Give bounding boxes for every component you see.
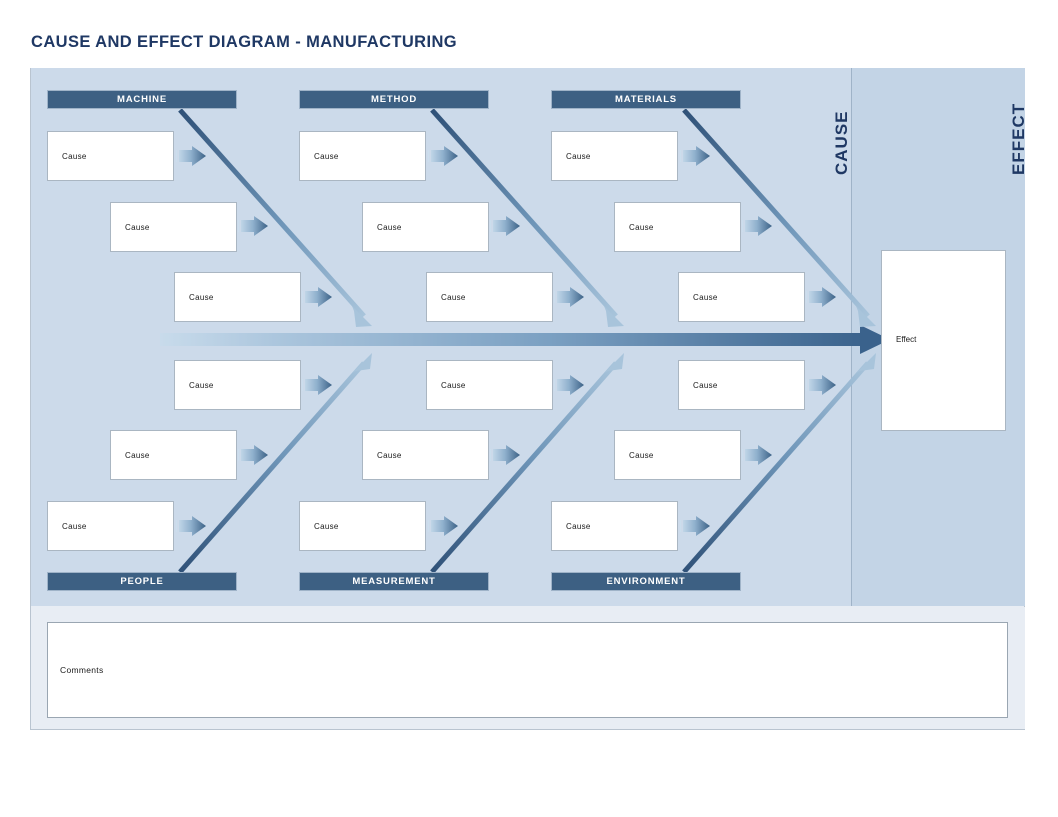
cause-box-measurement-1[interactable]: Cause	[426, 360, 553, 410]
cause-box-materials-2[interactable]: Cause	[614, 202, 741, 252]
cause-box-machine-1[interactable]: Cause	[47, 131, 174, 181]
cause-box-label: Cause	[314, 151, 339, 161]
cause-box-people-2[interactable]: Cause	[110, 430, 237, 480]
cause-box-label: Cause	[441, 292, 466, 302]
cause-box-label: Cause	[377, 222, 402, 232]
cause-box-materials-1[interactable]: Cause	[551, 131, 678, 181]
category-bar-measurement[interactable]: MEASUREMENT	[299, 572, 489, 591]
cause-box-method-3[interactable]: Cause	[426, 272, 553, 322]
category-bar-machine[interactable]: MACHINE	[47, 90, 237, 109]
cause-box-people-3[interactable]: Cause	[47, 501, 174, 551]
cause-box-label: Cause	[441, 380, 466, 390]
category-bar-method[interactable]: METHOD	[299, 90, 489, 109]
cause-box-label: Cause	[693, 380, 718, 390]
cause-box-label: Cause	[125, 450, 150, 460]
effect-box-label: Effect	[896, 335, 917, 344]
category-bar-people[interactable]: PEOPLE	[47, 572, 237, 591]
cause-box-environment-3[interactable]: Cause	[551, 501, 678, 551]
cause-box-label: Cause	[566, 521, 591, 531]
cause-box-machine-3[interactable]: Cause	[174, 272, 301, 322]
cause-box-label: Cause	[125, 222, 150, 232]
effect-box[interactable]: Effect	[881, 250, 1006, 431]
cause-box-method-1[interactable]: Cause	[299, 131, 426, 181]
cause-box-label: Cause	[314, 521, 339, 531]
cause-box-machine-2[interactable]: Cause	[110, 202, 237, 252]
page-title: CAUSE AND EFFECT DIAGRAM - MANUFACTURING	[31, 33, 458, 51]
cause-box-label: Cause	[377, 450, 402, 460]
cause-box-measurement-2[interactable]: Cause	[362, 430, 489, 480]
cause-box-label: Cause	[566, 151, 591, 161]
cause-box-label: Cause	[62, 151, 87, 161]
cause-box-environment-1[interactable]: Cause	[678, 360, 805, 410]
category-bar-materials[interactable]: MATERIALS	[551, 90, 741, 109]
effect-side-label: EFFECT	[1009, 102, 1028, 175]
cause-box-people-1[interactable]: Cause	[174, 360, 301, 410]
cause-box-materials-3[interactable]: Cause	[678, 272, 805, 322]
cause-box-label: Cause	[62, 521, 87, 531]
cause-box-label: Cause	[629, 450, 654, 460]
comments-box[interactable]: Comments	[47, 622, 1008, 718]
cause-box-measurement-3[interactable]: Cause	[299, 501, 426, 551]
category-bar-environment[interactable]: ENVIRONMENT	[551, 572, 741, 591]
cause-box-label: Cause	[629, 222, 654, 232]
cause-box-label: Cause	[189, 380, 214, 390]
cause-box-environment-2[interactable]: Cause	[614, 430, 741, 480]
cause-box-method-2[interactable]: Cause	[362, 202, 489, 252]
comments-label: Comments	[60, 665, 104, 675]
cause-box-label: Cause	[693, 292, 718, 302]
cause-side-label: CAUSE	[832, 110, 851, 175]
cause-box-label: Cause	[189, 292, 214, 302]
